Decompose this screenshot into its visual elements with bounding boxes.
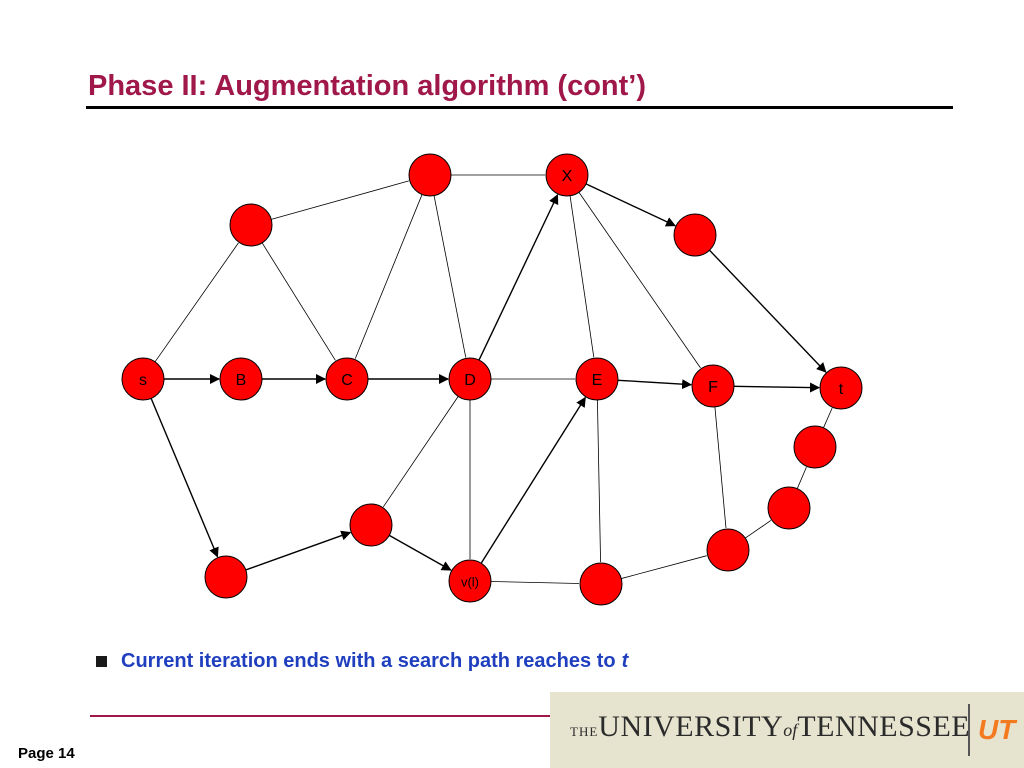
node-n9: [793, 425, 837, 469]
edge-n1-n2: [271, 180, 409, 220]
node-label-t: t: [839, 381, 844, 398]
edge-F-t-arrow: [733, 382, 821, 393]
edge-n9-t: [823, 407, 833, 428]
node-v: [448, 559, 492, 603]
edge-v-E-arrow: [480, 396, 586, 564]
bullet-main-text: Current iteration ends with a search pat…: [121, 650, 616, 672]
node-n6: [579, 562, 623, 606]
node-t: [819, 366, 863, 410]
logo-divider: [968, 704, 970, 756]
edge-F-n7: [714, 406, 727, 529]
bullet-item: Current iteration ends with a search pat…: [96, 650, 628, 673]
edge-X-n3-arrow: [585, 183, 676, 227]
node-n7: [706, 528, 750, 572]
node-D: [448, 357, 492, 401]
edge-n7-n8: [745, 520, 772, 539]
edge-v-n6: [490, 581, 580, 584]
node-n3: [673, 213, 717, 257]
title-underline: [86, 106, 953, 109]
edge-n3-t-arrow: [708, 249, 827, 373]
node-label-s: s: [139, 372, 147, 389]
node-n5: [204, 555, 248, 599]
node-B: [219, 357, 263, 401]
edge-E-n6: [597, 399, 601, 563]
node-label-v: v(l): [461, 574, 479, 589]
edge-X-E: [569, 195, 595, 358]
node-C: [325, 357, 369, 401]
logo-wordmark: THEUNIVERSITYofTENNESSEE: [570, 710, 970, 744]
bullet-emphasis: t: [621, 650, 629, 672]
edge-n5-n4-arrow: [245, 530, 352, 571]
node-n2: [408, 153, 452, 197]
node-label-F: F: [708, 379, 718, 396]
edge-s-n1: [154, 242, 239, 363]
edge-D-X-arrow: [478, 193, 559, 361]
node-n4: [349, 503, 393, 547]
node-F: [691, 364, 735, 408]
square-bullet-icon: [96, 656, 107, 667]
edge-D-n4: [383, 396, 459, 508]
edge-n6-n7: [621, 555, 707, 579]
logo-university: UNIVERSITY: [598, 710, 784, 743]
node-X: [545, 153, 589, 197]
logo-monogram: UT: [978, 714, 1016, 745]
page-number: Page 14: [18, 745, 75, 762]
edge-n8-n9: [796, 467, 807, 489]
node-label-E: E: [592, 372, 603, 389]
node-s: [121, 357, 165, 401]
node-n8: [767, 486, 811, 530]
edge-n2-C: [354, 194, 423, 359]
logo-of: of: [783, 720, 798, 740]
edge-s-n5-arrow: [150, 398, 219, 558]
node-n1: [229, 203, 273, 247]
edge-X-F: [578, 192, 701, 369]
bullet-text: Current iteration ends with a search pat…: [121, 650, 628, 673]
footer-rule: [90, 715, 560, 717]
node-label-D: D: [464, 372, 476, 389]
logo-the: THE: [570, 724, 599, 739]
university-logo: THEUNIVERSITYofTENNESSEE UT: [550, 692, 1024, 768]
node-label-X: X: [562, 168, 573, 185]
edge-n2-D: [433, 195, 467, 358]
edge-n4-v-arrow: [388, 534, 452, 571]
edge-E-F-arrow: [617, 379, 693, 390]
node-E: [575, 357, 619, 401]
node-label-B: B: [236, 372, 247, 389]
node-label-C: C: [341, 372, 353, 389]
edge-n1-C: [261, 242, 336, 361]
logo-tennessee: TENNESSEE: [797, 710, 971, 743]
slide-title: Phase II: Augmentation algorithm (cont’): [88, 70, 646, 102]
